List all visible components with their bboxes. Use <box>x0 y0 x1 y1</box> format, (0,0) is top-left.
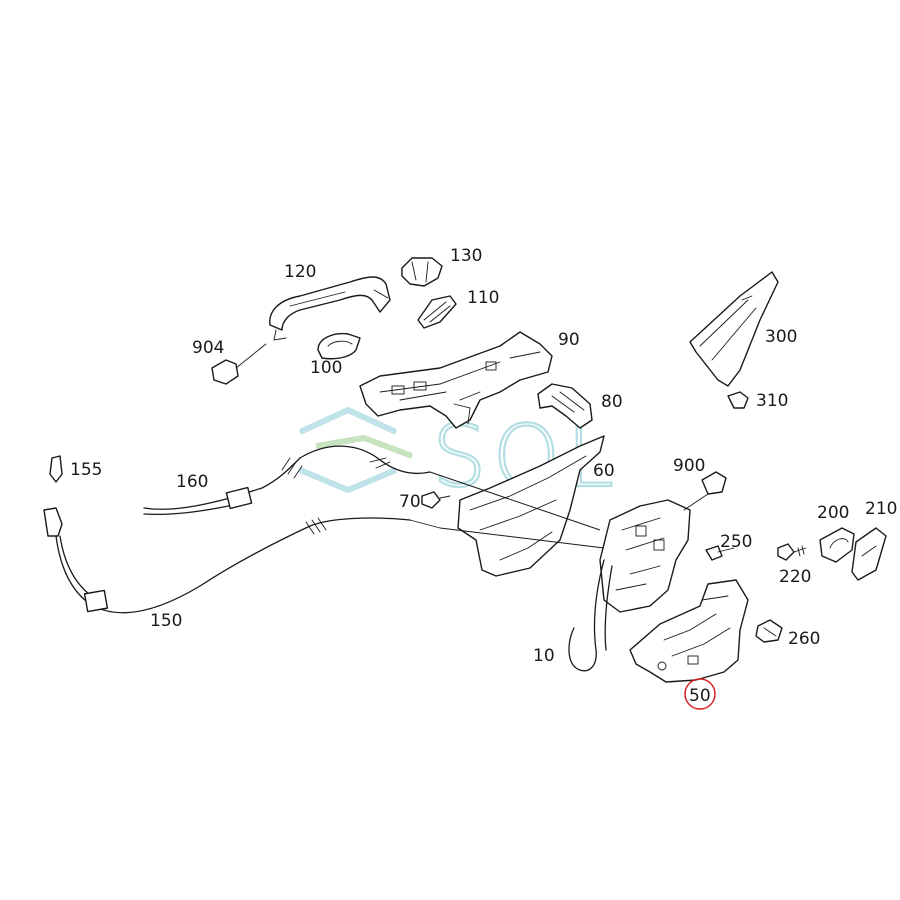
callout-300: 300 <box>765 327 797 347</box>
part-90-handle-carrier <box>359 331 553 429</box>
callout-310: 310 <box>756 391 788 411</box>
callout-260: 260 <box>788 629 820 649</box>
callout-80: 80 <box>601 392 623 412</box>
callout-120: 120 <box>284 262 316 282</box>
callout-250: 250 <box>720 532 752 552</box>
callout-50-highlight-circle <box>684 678 716 710</box>
part-110-gasket <box>417 295 457 329</box>
part-900-connector <box>683 471 727 511</box>
callout-60: 60 <box>593 461 615 481</box>
part-100-escutcheon <box>317 332 361 360</box>
callout-155: 155 <box>70 460 102 480</box>
part-150-cable <box>43 507 441 614</box>
callout-900: 900 <box>673 456 705 476</box>
callout-210: 210 <box>865 499 897 519</box>
part-200-striker <box>819 527 855 563</box>
part-210-shim <box>851 527 887 581</box>
cable-routing <box>429 471 605 549</box>
part-80-bracket <box>537 383 593 429</box>
part-70-screw <box>421 491 451 509</box>
part-130-handle-cap <box>401 257 443 287</box>
callout-70: 70 <box>399 492 421 512</box>
part-50-cover <box>629 579 749 683</box>
callout-90: 90 <box>558 330 580 350</box>
part-160-cable <box>143 445 431 516</box>
part-250-screw <box>705 545 735 561</box>
callout-130: 130 <box>450 246 482 266</box>
part-120-outer-handle <box>269 276 391 341</box>
callout-904: 904 <box>192 338 224 358</box>
part-10-latch <box>568 499 691 672</box>
callout-100: 100 <box>310 358 342 378</box>
callout-220: 220 <box>779 567 811 587</box>
part-310-clip <box>727 391 749 409</box>
callout-110: 110 <box>467 288 499 308</box>
part-155-fitting <box>49 455 63 483</box>
callout-160: 160 <box>176 472 208 492</box>
part-260-bolt <box>755 619 783 643</box>
callout-200: 200 <box>817 503 849 523</box>
callout-10: 10 <box>533 646 555 666</box>
callout-50: 50 <box>689 686 711 706</box>
part-904-connector <box>211 343 267 385</box>
callout-150: 150 <box>150 611 182 631</box>
part-220-screw <box>777 543 807 561</box>
part-300-trim <box>689 271 779 387</box>
